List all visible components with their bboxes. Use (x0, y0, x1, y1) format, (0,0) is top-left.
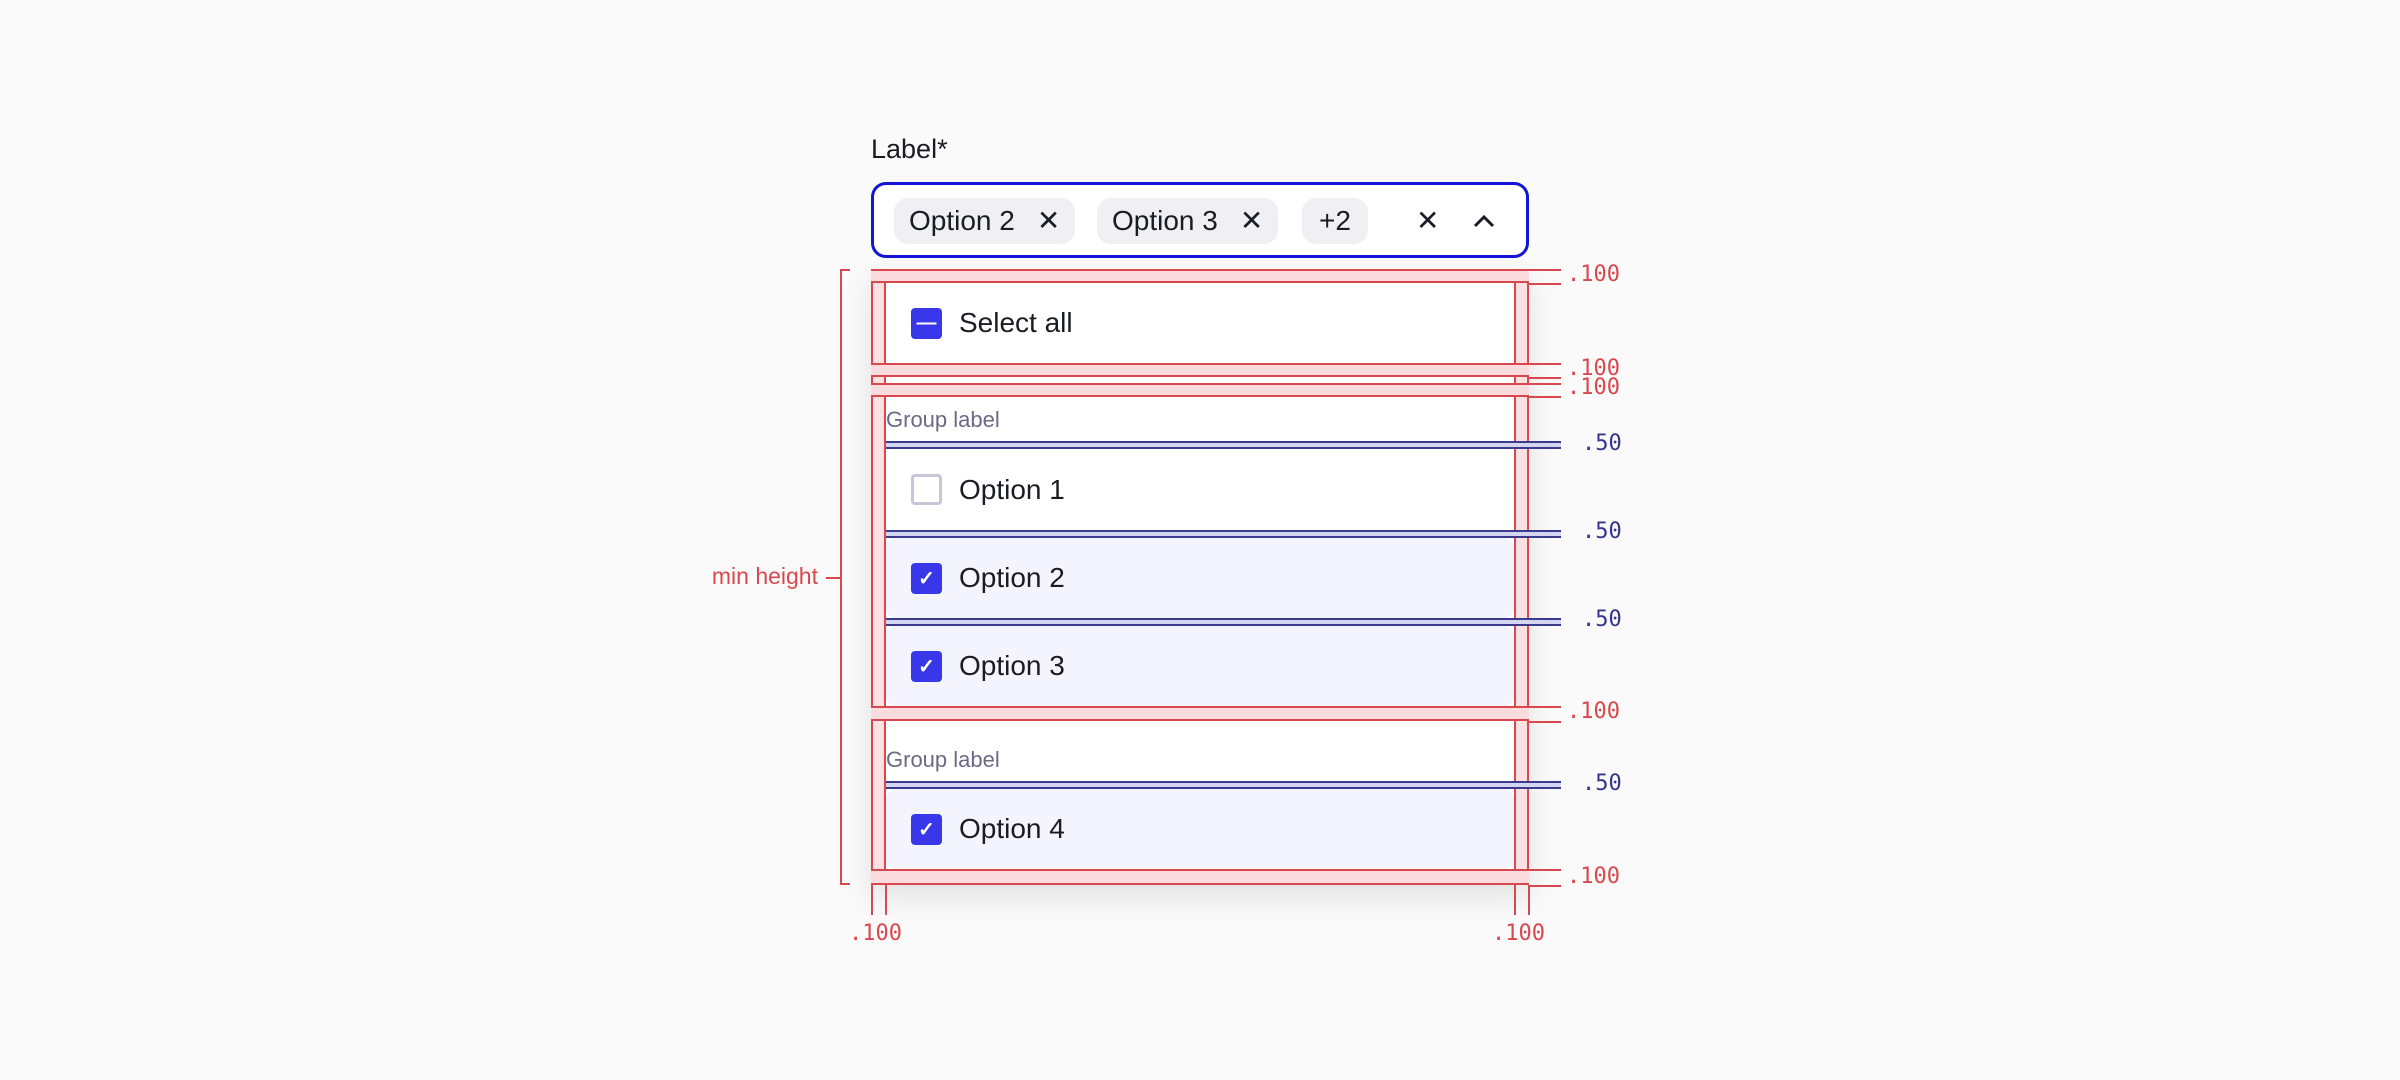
multiselect-combobox[interactable]: Option 2 ✕ Option 3 ✕ +2 ✕ (871, 182, 1529, 258)
overflow-count-chip[interactable]: +2 (1302, 198, 1368, 244)
spec-value: .100 (849, 921, 902, 946)
chevron-up-icon[interactable] (1472, 211, 1496, 231)
checkbox-unchecked-icon (911, 474, 942, 505)
chip-option-3: Option 3 ✕ (1097, 198, 1279, 244)
remove-chip-icon[interactable]: ✕ (1036, 205, 1061, 236)
group-label: Group label (886, 747, 1000, 772)
gap-spec (886, 530, 1561, 538)
option-1[interactable]: Option 1 (886, 449, 1514, 530)
checkbox-checked-icon: ✓ (911, 813, 942, 845)
gap-spec (886, 618, 1561, 626)
label-text: Label (871, 134, 938, 164)
indeterminate-checkbox-icon: — (911, 307, 942, 339)
spec-value: .50 (1582, 607, 1622, 632)
min-height-label: min height (711, 563, 818, 589)
checkbox-checked-icon: ✓ (911, 562, 942, 594)
group-label: Group label (886, 407, 1000, 432)
separator-spec (871, 363, 1529, 377)
field-label: Label* (871, 134, 948, 165)
spec-value: .100 (1567, 262, 1620, 287)
required-mark: * (937, 134, 948, 164)
spec-value: .100 (1567, 356, 1620, 381)
gap-spec (886, 781, 1561, 789)
spec-value: .100 (1567, 375, 1620, 400)
group-gap-spec (871, 706, 1529, 721)
option-label: Select all (959, 307, 1073, 338)
option-3[interactable]: ✓ Option 3 (886, 626, 1514, 706)
option-label: Option 2 (959, 562, 1065, 593)
padding-bottom-spec (871, 869, 1529, 885)
padding-left-spec (871, 269, 886, 885)
spec-value: .50 (1582, 431, 1622, 456)
spec-value: .100 (1567, 699, 1620, 724)
min-height-bracket (840, 269, 850, 885)
chip-label: Option 3 (1112, 205, 1218, 236)
overflow-count: +2 (1319, 205, 1351, 236)
clear-all-icon[interactable]: ✕ (1416, 205, 1440, 236)
padding-top-spec (871, 269, 1529, 283)
option-label: Option 3 (959, 650, 1065, 681)
option-2[interactable]: ✓ Option 2 (886, 538, 1514, 618)
padding-right-spec (1514, 269, 1529, 885)
spec-value: .50 (1582, 771, 1622, 796)
spec-value: .100 (1492, 921, 1545, 946)
checkbox-checked-icon: ✓ (911, 650, 942, 682)
separator-spec (871, 383, 1529, 397)
chip-option-2: Option 2 ✕ (894, 198, 1076, 244)
option-label: Option 1 (959, 473, 1065, 505)
option-4[interactable]: ✓ Option 4 (886, 789, 1514, 869)
option-label: Option 4 (959, 813, 1065, 844)
select-all-option[interactable]: — Select all (886, 283, 1514, 363)
spec-value: .100 (1567, 864, 1620, 889)
spec-value: .50 (1582, 519, 1622, 544)
chip-label: Option 2 (909, 205, 1015, 236)
remove-chip-icon[interactable]: ✕ (1239, 205, 1264, 236)
dropdown-menu: — Select all Group label Option 1 ✓ Option… (871, 269, 1561, 885)
gap-spec (886, 441, 1561, 449)
